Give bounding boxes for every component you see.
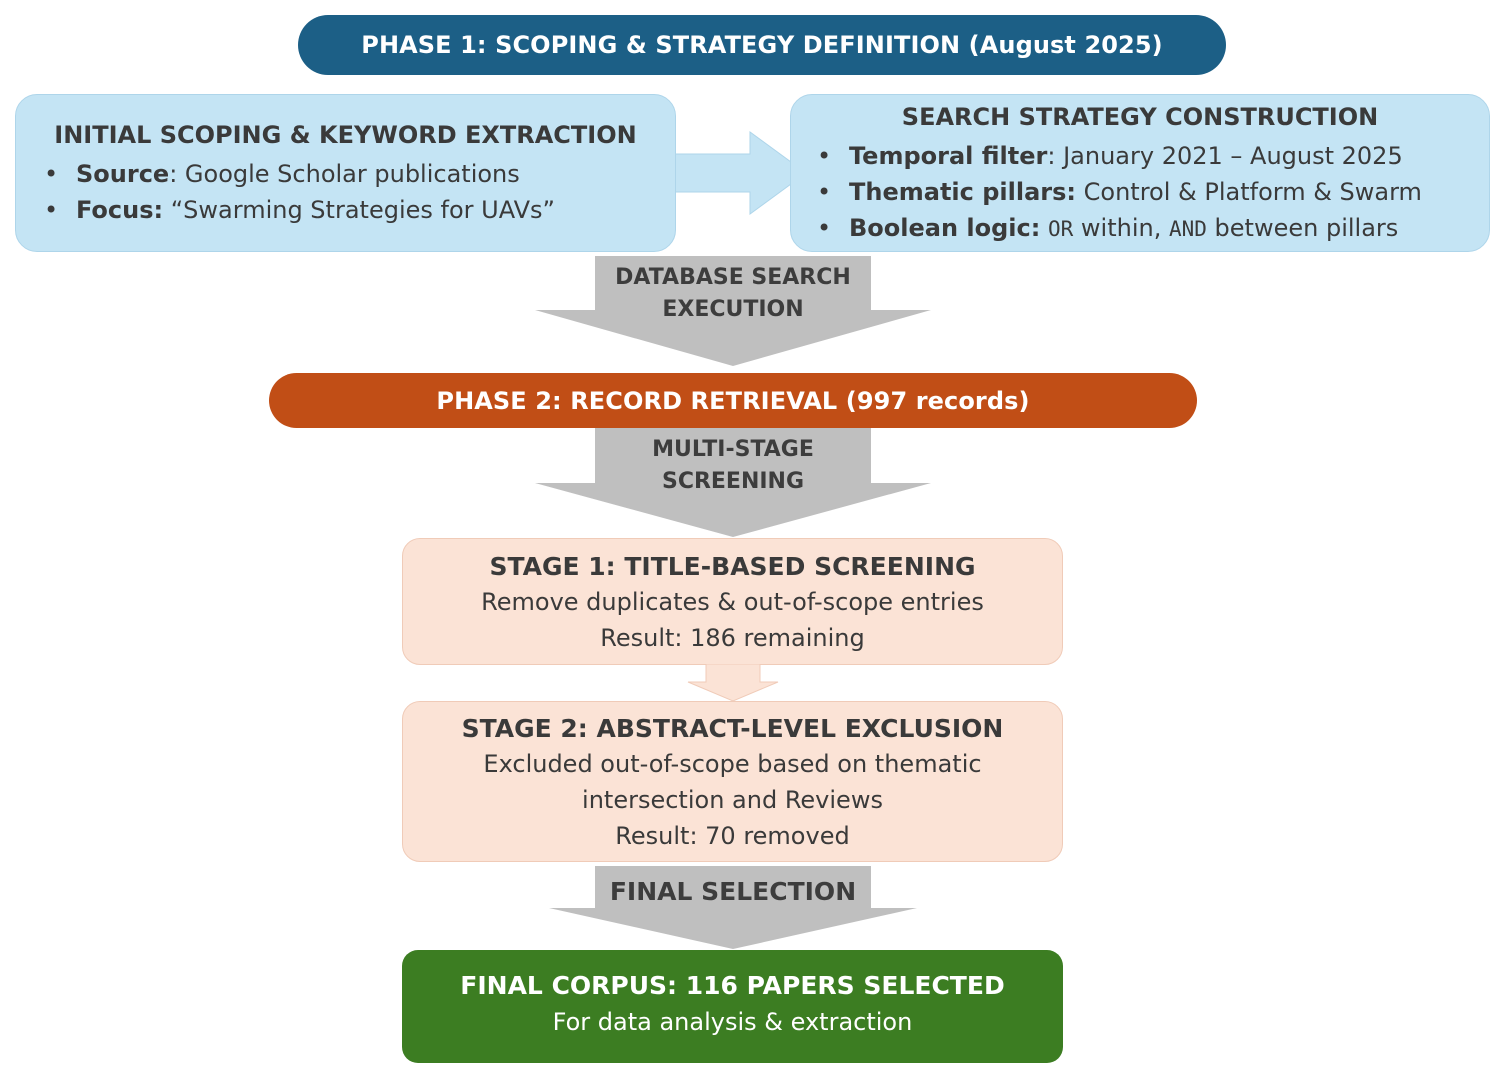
stage2-description-line1: Excluded out-of-scope based on thematic	[483, 750, 982, 778]
search-strategy-title: SEARCH STRATEGY CONSTRUCTION	[901, 103, 1379, 131]
screening-arrow-label: MULTI-STAGE SCREENING	[652, 437, 814, 494]
initial-scoping-list: Source: Google Scholar publications Focu…	[38, 156, 555, 228]
final-selection-arrow-label: FINAL SELECTION	[609, 877, 857, 906]
stage2-result: Result: 70 removed	[615, 822, 850, 850]
down-arrow-icon	[535, 428, 931, 537]
initial-scoping-box: INITIAL SCOPING & KEYWORD EXTRACTION Sou…	[15, 94, 676, 252]
list-item: Temporal filter: January 2021 – August 2…	[811, 138, 1422, 174]
small-down-arrow-icon	[687, 664, 779, 702]
db-search-arrow-label: DATABASE SEARCH EXECUTION	[615, 265, 851, 322]
search-strategy-list: Temporal filter: January 2021 – August 2…	[811, 138, 1422, 246]
stage2-title: STAGE 2: ABSTRACT-LEVEL EXCLUSION	[461, 714, 1004, 743]
stage1-box: STAGE 1: TITLE-BASED SCREENING Remove du…	[402, 538, 1063, 665]
phase2-label: PHASE 2: RECORD RETRIEVAL (997 records)	[436, 386, 1030, 415]
phase1-label: PHASE 1: SCOPING & STRATEGY DEFINITION (…	[361, 31, 1163, 59]
stage1-description: Remove duplicates & out-of-scope entries	[481, 588, 984, 616]
down-arrow-icon	[535, 256, 931, 366]
list-item: Source: Google Scholar publications	[38, 156, 555, 192]
list-item: Boolean logic: OR within, AND between pi…	[811, 210, 1422, 246]
stage1-title: STAGE 1: TITLE-BASED SCREENING	[489, 552, 976, 581]
final-corpus-subtitle: For data analysis & extraction	[552, 1008, 913, 1036]
stage2-description-line2: intersection and Reviews	[582, 786, 883, 814]
right-arrow-icon	[660, 131, 807, 215]
down-arrow-icon	[549, 866, 917, 949]
search-strategy-box: SEARCH STRATEGY CONSTRUCTION Temporal fi…	[790, 94, 1490, 252]
initial-scoping-title: INITIAL SCOPING & KEYWORD EXTRACTION	[54, 121, 637, 149]
list-item: Thematic pillars: Control & Platform & S…	[811, 174, 1422, 210]
phase1-banner: PHASE 1: SCOPING & STRATEGY DEFINITION (…	[298, 15, 1226, 75]
stage1-result: Result: 186 remaining	[600, 624, 865, 652]
phase2-banner: PHASE 2: RECORD RETRIEVAL (997 records)	[269, 373, 1197, 428]
stage2-box: STAGE 2: ABSTRACT-LEVEL EXCLUSION Exclud…	[402, 701, 1063, 862]
final-corpus-box: FINAL CORPUS: 116 PAPERS SELECTED For da…	[402, 950, 1063, 1063]
list-item: Focus: “Swarming Strategies for UAVs”	[38, 192, 555, 228]
final-corpus-title: FINAL CORPUS: 116 PAPERS SELECTED	[460, 971, 1005, 1000]
